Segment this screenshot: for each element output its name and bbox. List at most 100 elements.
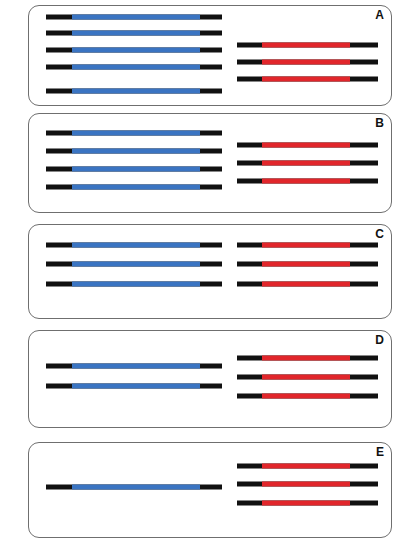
bar-body: [262, 501, 350, 506]
chromosome-bar: [46, 282, 222, 287]
bar-cap: [237, 243, 378, 248]
chromosome-bar: [237, 464, 378, 469]
bar-cap: [46, 485, 222, 490]
chromosome-bar: [46, 31, 222, 36]
chromosome-bar: [46, 15, 222, 20]
chromosome-bar: [237, 356, 378, 361]
chromosome-bar: [46, 185, 222, 190]
bar-body: [262, 464, 350, 469]
panel-box: E: [28, 442, 392, 538]
bar-cap: [46, 65, 222, 70]
bar-body: [72, 282, 200, 287]
bar-body: [262, 143, 350, 148]
bar-cap: [237, 60, 378, 65]
bar-body: [72, 89, 200, 94]
chromosome-bar: [237, 262, 378, 267]
chromosome-bar: [237, 60, 378, 65]
panel-letter: B: [375, 117, 384, 130]
bar-cap: [46, 131, 222, 136]
bar-cap: [46, 15, 222, 20]
bar-body: [72, 167, 200, 172]
bar-cap: [46, 89, 222, 94]
bar-body: [72, 485, 200, 490]
bar-body: [262, 356, 350, 361]
chromosome-bar: [237, 482, 378, 487]
bar-cap: [237, 143, 378, 148]
bar-body: [262, 77, 350, 82]
bar-cap: [237, 161, 378, 166]
chromosome-bar: [46, 65, 222, 70]
bar-body: [72, 384, 200, 389]
chromosome-bar: [46, 167, 222, 172]
panel-box: D: [28, 330, 392, 428]
bar-body: [72, 243, 200, 248]
bar-body: [72, 15, 200, 20]
chromosome-bar: [46, 149, 222, 154]
bar-body: [72, 65, 200, 70]
bar-body: [262, 375, 350, 380]
bar-body: [262, 394, 350, 399]
chromosome-bar: [237, 282, 378, 287]
bar-body: [262, 282, 350, 287]
bar-cap: [46, 384, 222, 389]
bar-cap: [46, 243, 222, 248]
bar-body: [262, 262, 350, 267]
bar-cap: [46, 167, 222, 172]
bar-cap: [46, 364, 222, 369]
chromosome-bar: [237, 501, 378, 506]
bar-cap: [237, 394, 378, 399]
chromosome-bar: [46, 262, 222, 267]
bar-body: [72, 262, 200, 267]
chromosome-bar: [46, 364, 222, 369]
panel-box: C: [28, 224, 392, 319]
bar-body: [262, 43, 350, 48]
bar-body: [262, 482, 350, 487]
bar-cap: [237, 501, 378, 506]
bar-cap: [46, 282, 222, 287]
bar-cap: [237, 375, 378, 380]
chromosome-bar: [237, 243, 378, 248]
chromosome-bar: [237, 161, 378, 166]
chromosome-bar: [46, 384, 222, 389]
chromosome-bar: [46, 48, 222, 53]
bar-cap: [46, 185, 222, 190]
panel-box: A: [28, 5, 392, 106]
bar-body: [72, 131, 200, 136]
bar-cap: [237, 43, 378, 48]
bar-cap: [46, 31, 222, 36]
bar-body: [262, 161, 350, 166]
bar-cap: [237, 482, 378, 487]
bar-body: [72, 149, 200, 154]
bar-body: [72, 48, 200, 53]
chromosome-bar: [46, 131, 222, 136]
bar-body: [262, 60, 350, 65]
chromosome-bar: [237, 375, 378, 380]
panel-letter: C: [375, 228, 384, 241]
bar-cap: [237, 179, 378, 184]
bar-body: [262, 243, 350, 248]
bar-body: [72, 31, 200, 36]
chromosome-bar: [237, 143, 378, 148]
bar-body: [72, 364, 200, 369]
panel-box: B: [28, 113, 392, 213]
bar-cap: [46, 149, 222, 154]
bar-cap: [237, 262, 378, 267]
bar-cap: [46, 48, 222, 53]
bar-cap: [46, 262, 222, 267]
chromosome-bar: [46, 243, 222, 248]
panel-letter: A: [375, 9, 384, 22]
chromosome-bar: [46, 485, 222, 490]
bar-cap: [237, 356, 378, 361]
bar-body: [72, 185, 200, 190]
bar-cap: [237, 77, 378, 82]
bar-cap: [237, 464, 378, 469]
chromosome-bar: [46, 89, 222, 94]
chromosome-bar: [237, 43, 378, 48]
chromosome-bar: [237, 77, 378, 82]
chromosome-bar: [237, 179, 378, 184]
panel-letter: D: [375, 334, 384, 347]
chromosome-bar: [237, 394, 378, 399]
bar-body: [262, 179, 350, 184]
bar-cap: [237, 282, 378, 287]
